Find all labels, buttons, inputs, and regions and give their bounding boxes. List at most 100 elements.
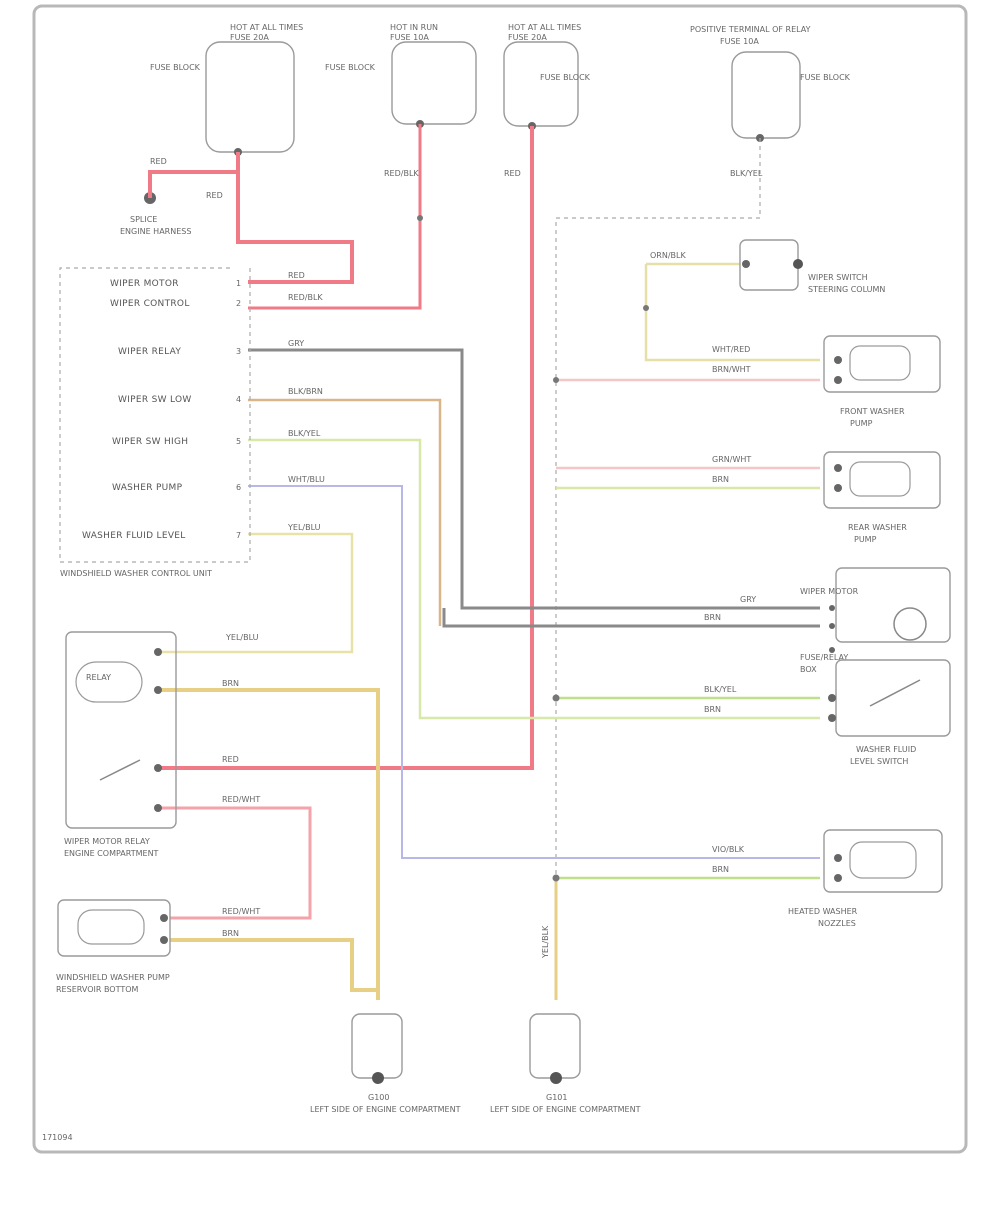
rt-sensor-1: FRONT WASHER PUMP (823, 335, 941, 428)
wire-dashed-bus (555, 138, 761, 880)
fuse-4-title: POSITIVE TERMINAL OF RELAY (690, 25, 811, 34)
wire-yellow (160, 688, 380, 1000)
diagram-id: 171094 (42, 1133, 73, 1142)
lbl-wht-red: WHT/RED (712, 345, 750, 354)
svg-text:WIPER SW LOW: WIPER SW LOW (118, 395, 192, 405)
cu-pin-6: WASHER PUMP 6 (112, 483, 241, 493)
lower-module-sub: RESERVOIR BOTTOM (56, 985, 139, 994)
rt-heater-name: HEATED WASHER (788, 907, 858, 916)
fuse-4-name: FUSE BLOCK (800, 73, 851, 82)
lbl-red-relay: RED (222, 755, 239, 764)
fuse-2-name: FUSE BLOCK (325, 63, 376, 72)
ground-right: G101 LEFT SIDE OF ENGINE COMPARTMENT (490, 1013, 641, 1114)
wire-yellowgreen (160, 532, 354, 654)
cu-pin-1: WIPER MOTOR 1 (110, 279, 241, 289)
svg-text:2: 2 (236, 299, 241, 308)
rt-switch-top-name: WIPER SWITCH (808, 273, 868, 282)
cu-pin-5: WIPER SW HIGH 5 (112, 437, 241, 447)
fuse-2: HOT IN RUN FUSE 10A FUSE BLOCK (325, 23, 477, 128)
splice-top-sub: ENGINE HARNESS (120, 227, 191, 236)
lbl-brn-2: BRN (222, 929, 239, 938)
wire-gray-2 (442, 608, 820, 628)
fuse-1-amps: FUSE 20A (230, 33, 269, 42)
lbl-grn-wht: GRN/WHT (712, 455, 751, 464)
rt-switch-bottom-name: WASHER FLUID (856, 745, 916, 754)
cu-pin-3: WIPER RELAY 3 (118, 347, 241, 357)
lbl-grn: BLK/YEL (288, 429, 321, 438)
lbl-red-vert: RED/BLK (384, 169, 419, 178)
fuse-3-title: HOT AT ALL TIMES (508, 23, 581, 32)
fuse-3: HOT AT ALL TIMES FUSE 20A FUSE BLOCK (503, 23, 591, 130)
rt-sensor-2-name: REAR WASHER (848, 523, 907, 532)
rt-motor: WIPER MOTOR FUSE/RELAY BOX (800, 567, 951, 674)
svg-text:WIPER CONTROL: WIPER CONTROL (110, 299, 190, 309)
relay-box-name: WIPER MOTOR RELAY (64, 837, 150, 846)
cu-pin-2: WIPER CONTROL 2 (110, 299, 241, 309)
svg-text:WIPER SW HIGH: WIPER SW HIGH (112, 437, 188, 447)
svg-text:WIPER RELAY: WIPER RELAY (118, 347, 181, 357)
ground-right-loc: LEFT SIDE OF ENGINE COMPARTMENT (490, 1105, 641, 1114)
cu-pin-7: WASHER FLUID LEVEL 7 (82, 531, 241, 541)
wire-pink (160, 806, 312, 920)
svg-text:1: 1 (236, 279, 241, 288)
fuse-4-amps: FUSE 10A (720, 37, 759, 46)
lbl-brn-r3: BRN (704, 705, 721, 714)
fuse-relay-sub: BOX (800, 665, 817, 674)
fuse-1: HOT AT ALL TIMES FUSE 20A FUSE BLOCK (150, 23, 303, 156)
wire-green-1 (248, 438, 820, 720)
svg-text:5: 5 (236, 437, 241, 446)
rt-switch-bottom-sub: LEVEL SWITCH (850, 757, 908, 766)
lbl-red-vert-2: RED (504, 169, 521, 178)
lbl-red-blk: RED/BLK (288, 293, 323, 302)
svg-text:7: 7 (236, 531, 241, 540)
lbl-gry: GRY (288, 339, 304, 348)
fuse-1-title: HOT AT ALL TIMES (230, 23, 303, 32)
rt-sensor-1-sub: PUMP (850, 419, 873, 428)
ground-left: G100 LEFT SIDE OF ENGINE COMPARTMENT (310, 1013, 461, 1114)
svg-text:4: 4 (236, 395, 241, 404)
ground-left-loc: LEFT SIDE OF ENGINE COMPARTMENT (310, 1105, 461, 1114)
lbl-red-wht-2: RED/WHT (222, 907, 260, 916)
wire-red-3 (160, 126, 534, 770)
fuse-1-name: FUSE BLOCK (150, 63, 201, 72)
svg-text:6: 6 (236, 483, 241, 492)
rt-switch-top: WIPER SWITCH STEERING COLUMN (739, 239, 885, 294)
lbl-red-bus: RED (206, 191, 223, 200)
lower-module: WINDSHIELD WASHER PUMP RESERVOIR BOTTOM (56, 899, 171, 994)
lbl-orn-blk: ORN/BLK (650, 251, 686, 260)
ground-right-id: G101 (546, 1093, 567, 1102)
relay-left-label: RELAY (86, 673, 111, 682)
lbl-vio-blk: VIO/BLK (712, 845, 745, 854)
wire-red-2 (248, 124, 422, 310)
svg-text:WASHER PUMP: WASHER PUMP (112, 483, 183, 493)
cu-pin-4: WIPER SW LOW 4 (118, 395, 241, 405)
lbl-brn-r2: BRN (712, 475, 729, 484)
fuse-3-amps: FUSE 20A (508, 33, 547, 42)
relay-box: RELAY WIPER MOTOR RELAY ENGINE COMPARTME… (64, 631, 177, 858)
wire-blue (248, 485, 820, 859)
wire-gray-1 (248, 348, 820, 610)
rt-heater: HEATED WASHER NOZZLES (788, 829, 943, 928)
rt-motor-name: WIPER MOTOR (800, 587, 859, 596)
lbl-brn: BRN (222, 679, 239, 688)
control-unit-name: WINDSHIELD WASHER CONTROL UNIT (60, 569, 212, 578)
lower-module-name: WINDSHIELD WASHER PUMP (56, 973, 170, 982)
control-unit-outline (59, 267, 251, 563)
wire-red-splice (148, 152, 240, 198)
rt-sensor-1-name: FRONT WASHER (840, 407, 905, 416)
lbl-tan: BLK/BRN (288, 387, 323, 396)
lbl-brn-r: BRN (704, 613, 721, 622)
splice-top: SPLICE (130, 215, 157, 224)
lbl-red: RED (288, 271, 305, 280)
fuse-relay: FUSE/RELAY (800, 653, 848, 662)
diagram-frame (32, 4, 968, 1154)
relay-box-sub: ENGINE COMPARTMENT (64, 849, 159, 858)
wire-tan-r1 (644, 264, 820, 362)
ground-left-id: G100 (368, 1093, 389, 1102)
fuse-2-title: HOT IN RUN (390, 23, 438, 32)
rt-heater-sub: NOZZLES (818, 919, 856, 928)
rt-switch-bottom: WASHER FLUID LEVEL SWITCH (828, 659, 951, 766)
lbl-yel-relay: YEL/BLU (225, 633, 259, 642)
fuse-2-amps: FUSE 10A (390, 33, 429, 42)
